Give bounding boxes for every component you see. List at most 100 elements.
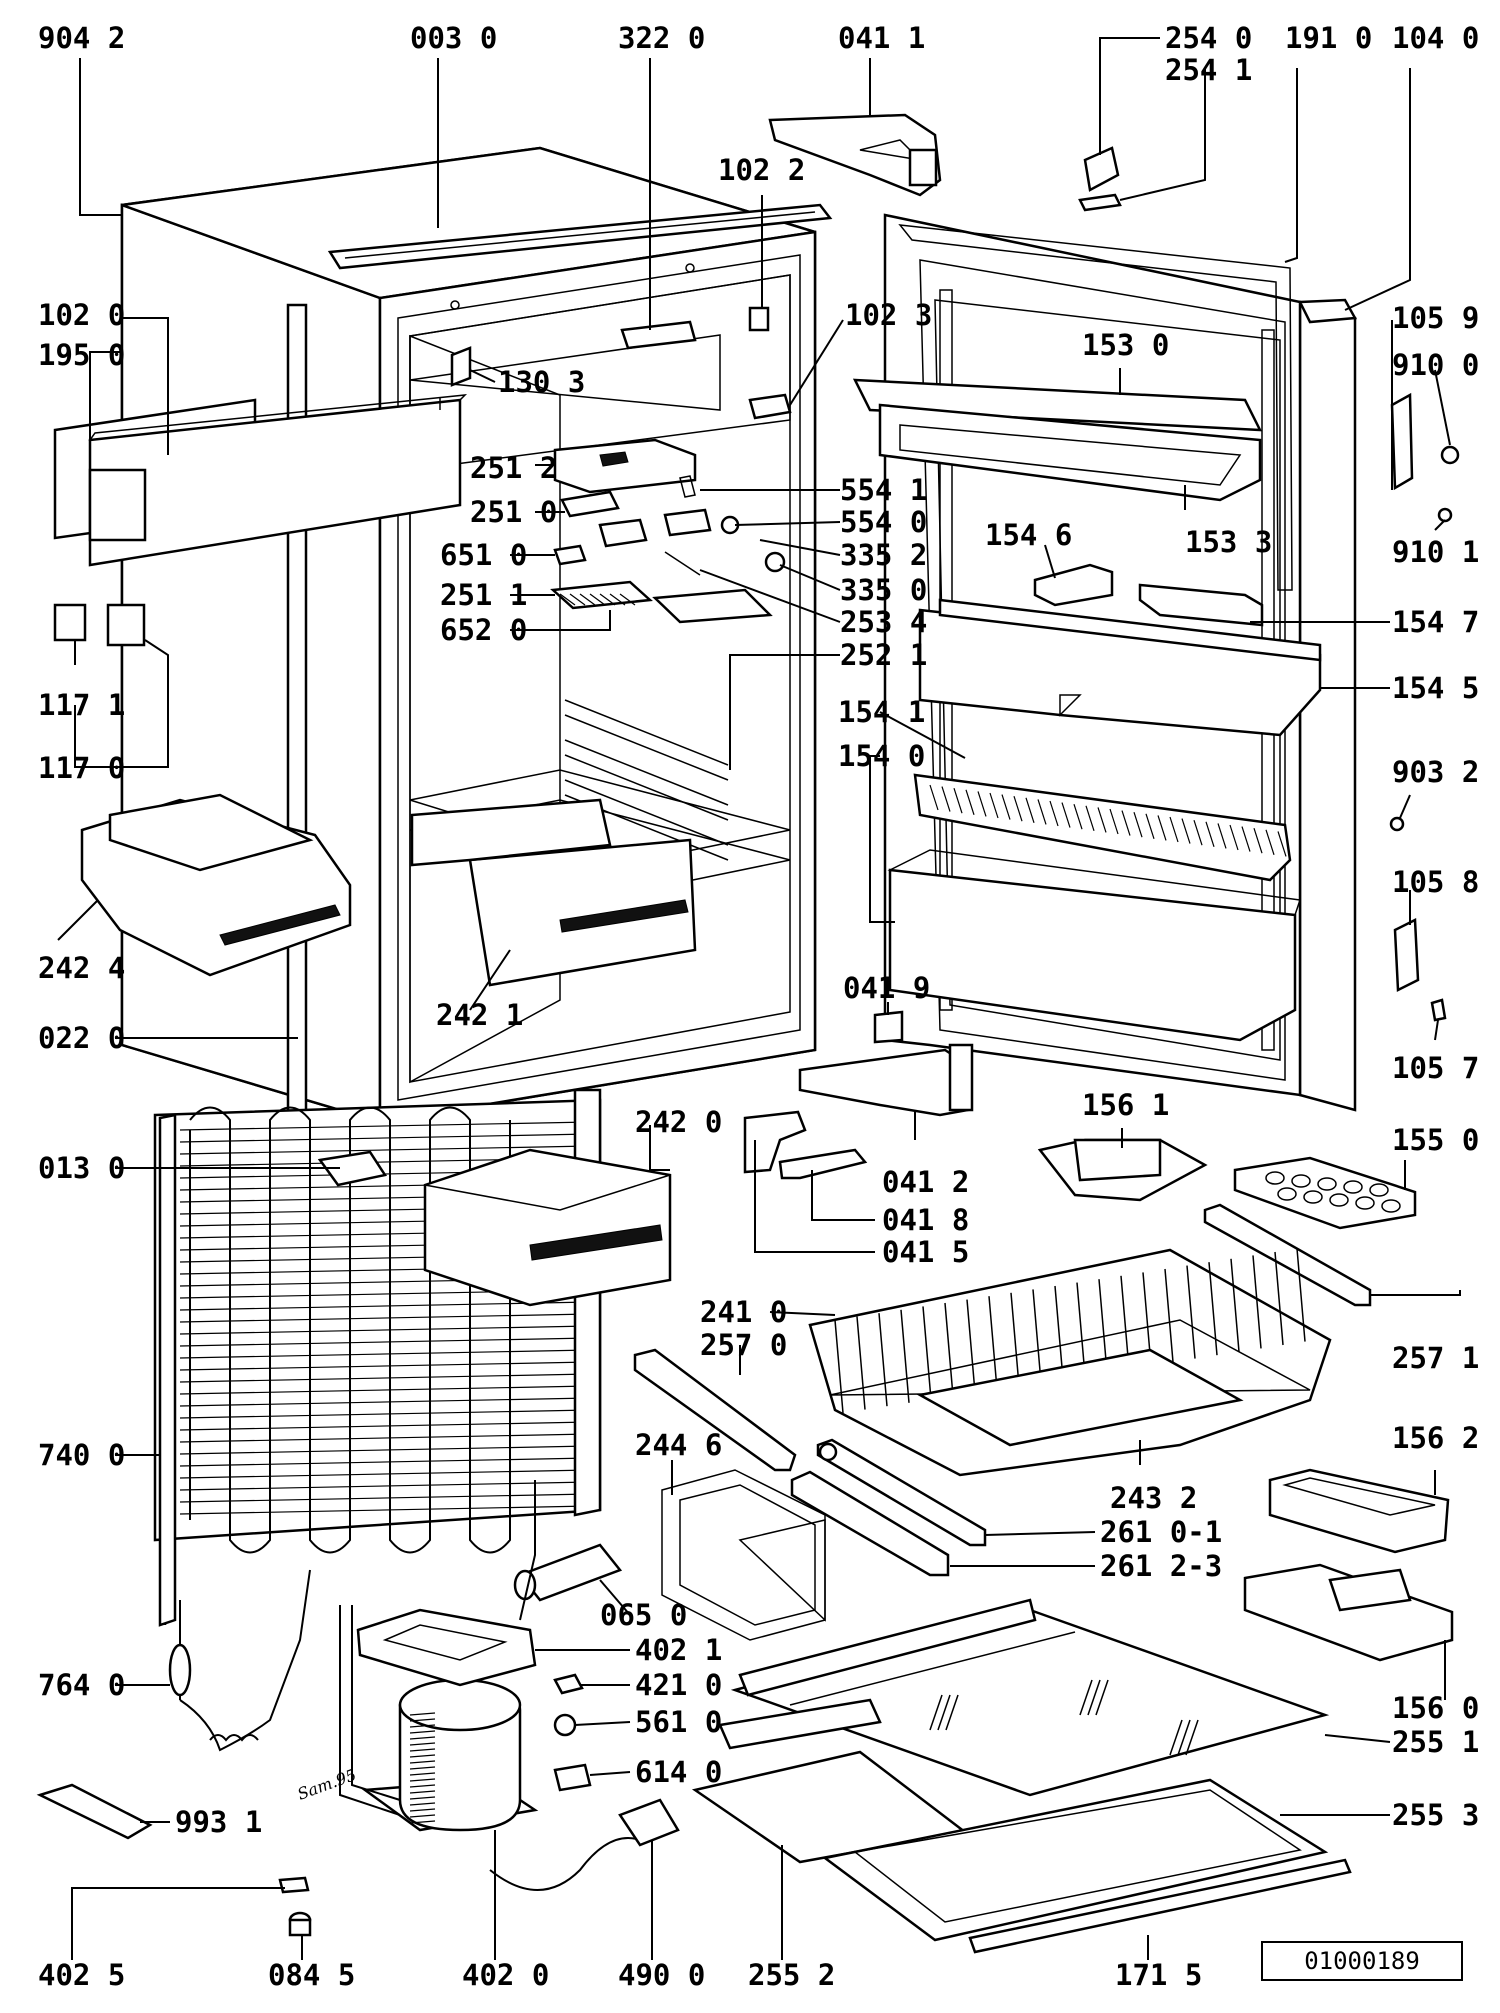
label-251-1: 251 1 [440,578,527,612]
label-251-2: 251 2 [470,451,557,485]
label-154-7: 154 7 [1392,605,1479,639]
label-764-0: 764 0 [38,1668,125,1702]
rail-261-0-1 [816,1438,987,1547]
label-130-3: 130 3 [498,365,585,399]
leader-lines [57,37,1461,1960]
label-993-1: 993 1 [175,1805,262,1839]
label-652-0: 652 0 [440,613,527,647]
label-003-0: 003 0 [410,21,497,55]
label-253-4: 253 4 [840,605,927,639]
label-254-1: 254 1 [1165,53,1252,87]
electrical-parts [36,1569,680,1937]
tray-156-2 [1268,1468,1450,1554]
label-041-5: 041 5 [882,1235,969,1269]
label-153-3: 153 3 [1185,525,1272,559]
shelf-trim-171-5 [968,1858,1352,1954]
compressor-402-0 [339,1480,539,1832]
door-shelf-top [852,378,1263,502]
clip-117 [53,603,146,647]
label-740-0: 740 0 [38,1438,125,1472]
label-084-5: 084 5 [268,1958,355,1992]
label-421-0: 421 0 [635,1668,722,1702]
label-257-1: 257 1 [1392,1341,1479,1375]
label-251-0: 251 0 [470,495,557,529]
part-labels: 904 2 003 0 322 0 041 1 254 0 254 1 191 … [38,21,1479,1992]
label-117-0: 117 0 [38,751,125,785]
label-261-2-3: 261 2-3 [1100,1549,1222,1583]
label-154-5: 154 5 [1392,671,1479,705]
hinge-top [768,113,942,197]
label-154-1: 154 1 [838,695,925,729]
label-255-3: 255 3 [1392,1798,1479,1832]
label-102-3: 102 3 [845,298,932,332]
wire-basket-241-0 [808,1248,1332,1477]
label-191-0: 191 0 [1285,21,1372,55]
hinge-bottom [743,1010,974,1180]
label-651-0: 651 0 [440,538,527,572]
label-104-0: 104 0 [1392,21,1479,55]
label-153-0: 153 0 [1082,328,1169,362]
label-242-4: 242 4 [38,951,125,985]
label-195-0: 195 0 [38,338,125,372]
label-252-1: 252 1 [840,638,927,672]
label-041-2: 041 2 [882,1165,969,1199]
label-022-0: 022 0 [38,1021,125,1055]
label-614-0: 614 0 [635,1755,722,1789]
label-154-0: 154 0 [838,739,925,773]
rail-257-1 [1203,1203,1372,1307]
rail-257-0 [633,1348,797,1472]
label-335-2: 335 2 [840,538,927,572]
crisper-242-4 [80,793,352,977]
door-shelf-middle [918,598,1322,737]
label-242-0: 242 0 [635,1105,722,1139]
label-402-5: 402 5 [38,1958,125,1992]
label-910-1: 910 1 [1392,535,1479,569]
label-117-1: 117 1 [38,688,125,722]
crisper-242-1 [410,798,697,987]
freezer-flap-102-0 [53,394,468,567]
label-041-8: 041 8 [882,1203,969,1237]
door-shelf-bottom [887,849,1301,1042]
label-490-0: 490 0 [618,1958,705,1992]
label-255-1: 255 1 [1392,1725,1479,1759]
label-255-2: 255 2 [748,1958,835,1992]
label-154-6: 154 6 [985,518,1072,552]
egg-tray-155-0 [1233,1156,1417,1230]
label-105-9: 105 9 [1392,301,1479,335]
label-910-0: 910 0 [1392,348,1479,382]
label-402-0: 402 0 [462,1958,549,1992]
label-041-9: 041 9 [843,971,930,1005]
label-254-0: 254 0 [1165,21,1252,55]
label-322-0: 322 0 [618,21,705,55]
reference-code-box: 01000189 [1261,1941,1463,1981]
label-244-6: 244 6 [635,1428,722,1462]
label-241-0: 241 0 [700,1295,787,1329]
glass-shelf-255-1 [730,1598,1330,1797]
label-242-1: 242 1 [436,998,523,1032]
label-041-1: 041 1 [838,21,925,55]
glass-shelf-255-3 [822,1778,1329,1942]
rail-261-2-3 [790,1470,950,1577]
label-554-0: 554 0 [840,505,927,539]
label-156-0: 156 0 [1392,1691,1479,1725]
label-261-0-1: 261 0-1 [1100,1515,1222,1549]
label-402-1: 402 1 [635,1633,722,1667]
ice-cube-tray-156-0 [1243,1563,1454,1662]
ice-tray-156-1 [1037,1138,1208,1202]
label-155-0: 155 0 [1392,1123,1479,1157]
label-257-0: 257 0 [700,1328,787,1362]
clip-013-0 [317,1150,388,1187]
label-335-0: 335 0 [840,573,927,607]
label-156-2: 156 2 [1392,1421,1479,1455]
wire-rack-244-6 [661,1469,826,1641]
label-102-0: 102 0 [38,298,125,332]
label-903-2: 903 2 [1392,755,1479,789]
label-156-1: 156 1 [1082,1088,1169,1122]
crisper-242-0 [423,1148,672,1307]
label-171-5: 171 5 [1115,1958,1202,1992]
label-105-7: 105 7 [1392,1051,1479,1085]
label-243-2: 243 2 [1110,1481,1197,1515]
reference-code: 01000189 [1304,1947,1420,1975]
label-105-8: 105 8 [1392,865,1479,899]
